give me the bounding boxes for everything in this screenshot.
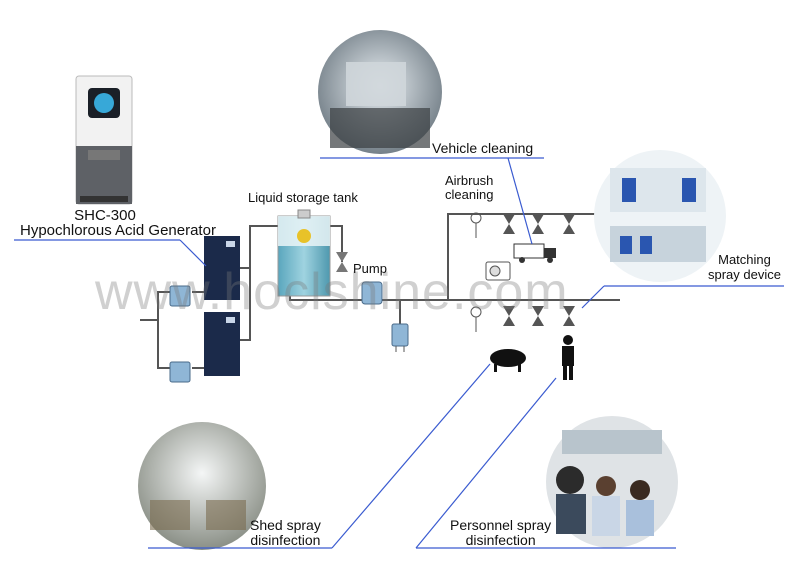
liquid-storage-tank-label: Liquid storage tank <box>248 190 358 205</box>
pump-icon <box>361 281 383 305</box>
personnel-line2: disinfection <box>465 532 536 548</box>
nozzle-row-upper <box>470 212 575 238</box>
watermark: www.hoclshine.com <box>95 263 569 321</box>
shed-line2: disinfection <box>250 532 321 548</box>
filter-top <box>169 285 191 307</box>
pig-icon <box>490 349 526 372</box>
matching-spray-label: Matching spray device <box>708 252 781 282</box>
vehicle-cleaning-label: Vehicle cleaning <box>432 140 534 156</box>
airbrush-cleaning-label: Airbrush cleaning <box>445 174 493 202</box>
vehicle-cleaning-photo <box>318 30 442 154</box>
washer-icon <box>485 261 511 281</box>
matching-line2: spray device <box>708 267 781 282</box>
matching-spray-photo <box>594 150 726 282</box>
shed-line1: Shed spray <box>250 517 321 533</box>
airbrush-line1: Airbrush <box>445 173 494 188</box>
generator-top <box>204 236 240 300</box>
product-unit-image <box>75 75 133 205</box>
dosing-cartridge <box>391 323 409 352</box>
product-name: Hypochlorous Acid Generator <box>20 222 216 239</box>
generator-bottom <box>204 312 240 376</box>
matching-line1: Matching <box>718 252 771 267</box>
truck-icon <box>513 243 556 263</box>
shed-spray-photo <box>138 422 266 550</box>
airbrush-line2: cleaning <box>445 187 494 202</box>
person-icon <box>562 335 574 380</box>
callout-lines <box>14 157 784 549</box>
product-model: SHC-300 <box>74 207 136 224</box>
personnel-spray-label: Personnel spray disinfection <box>450 518 551 548</box>
shed-spray-label: Shed spray disinfection <box>250 518 321 548</box>
pump-label: Pump <box>353 261 387 276</box>
personnel-spray-photo <box>546 416 678 548</box>
product-label: SHC-300 Hypochlorous Acid Generator <box>20 207 216 239</box>
liquid-storage-tank <box>277 209 331 297</box>
tank-valve-icon <box>336 252 348 272</box>
filter-bottom <box>169 361 191 383</box>
personnel-line1: Personnel spray <box>450 517 552 533</box>
nozzle-row-lower <box>470 306 575 332</box>
